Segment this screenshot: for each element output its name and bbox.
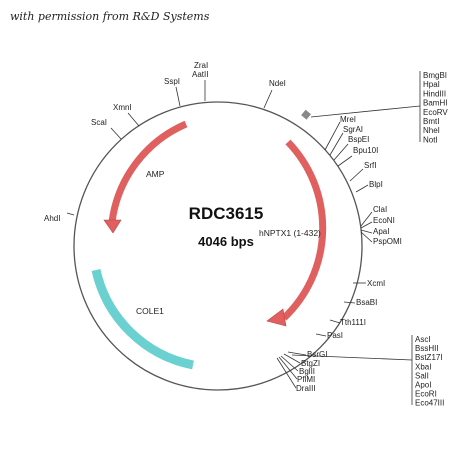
site-bglii: BglII	[299, 367, 315, 376]
site-ndei: NdeI	[269, 79, 286, 88]
site-bpu10i: Bpu10I	[353, 146, 378, 155]
insert-arrow	[281, 139, 327, 321]
site-bsrgi: BsrGI	[307, 350, 327, 359]
site-sspi: SspI	[164, 77, 180, 86]
insert-arrowhead	[266, 308, 287, 327]
site-srfi: SrfI	[364, 161, 376, 170]
site-pasi: PasI	[327, 331, 343, 340]
site-aatii: AatII	[192, 70, 208, 79]
stack-site-label: SalI	[415, 371, 429, 380]
site-xmni: XmnI	[113, 103, 132, 112]
amp-arrow	[108, 120, 188, 223]
stack-site-label: Eco47III	[415, 399, 444, 408]
stack-site-label: EcoRI	[415, 390, 437, 399]
stack-site-label: ApoI	[415, 381, 431, 390]
site-apai: ApaI	[373, 227, 389, 236]
stack-site-label: HindIII	[423, 89, 446, 98]
site-xcmi: XcmI	[367, 279, 385, 288]
credit-text: with permission from R&D Systems	[10, 10, 210, 23]
stack-site-label: BmtI	[423, 117, 439, 126]
site-stack-bottom: AscIBssHIIBstZ17IXbaISalIApoIEcoRIEco47I…	[415, 335, 444, 408]
plasmid-name: RDC3615	[189, 204, 264, 223]
stack-site-label: BssHII	[415, 344, 439, 353]
stack-site-label: XbaI	[415, 362, 431, 371]
site-clai: ClaI	[373, 205, 387, 214]
site-pspomi: PspOMI	[373, 237, 402, 246]
site-tth111i: Tth111I	[340, 318, 366, 327]
stack-site-label: NheI	[423, 126, 440, 135]
site-scai: ScaI	[91, 118, 107, 127]
insert-label: hNPTX1 (1-432)	[259, 228, 321, 238]
site-bspei: BspEI	[348, 135, 369, 144]
site-btgzi: BtgZI	[301, 359, 320, 368]
site-bsabi: BsaBI	[356, 298, 377, 307]
site-econi: EcoNI	[373, 216, 395, 225]
cole1-label: COLE1	[136, 306, 164, 316]
site-sgrai: SgrAI	[343, 125, 363, 134]
site-mrei: MreI	[340, 115, 356, 124]
stack-site-label: AscI	[415, 335, 431, 344]
site-pflmi: PflMI	[297, 375, 315, 384]
stack-site-label: HpaI	[423, 80, 440, 89]
site-dralii: DraIII	[296, 384, 316, 393]
amp-label: AMP	[146, 169, 165, 179]
stack-site-label: EcoRV	[423, 108, 448, 117]
site-blpi: BlpI	[369, 180, 383, 189]
site-ahdi: AhdI	[44, 214, 60, 223]
site-ticks	[66, 71, 421, 405]
amp-arrowhead	[103, 219, 122, 234]
plasmid-size: 4046 bps	[198, 234, 254, 249]
site-zrai: ZraI	[194, 61, 208, 70]
stack-site-label: NotI	[423, 135, 438, 144]
site-marker	[301, 109, 311, 120]
stack-site-label: BamHI	[423, 99, 447, 108]
backbone-circle	[73, 101, 363, 391]
cole1-arc	[91, 269, 194, 370]
stack-site-label: BstZ17I	[415, 353, 443, 362]
stack-site-label: BmgBI	[423, 71, 447, 80]
